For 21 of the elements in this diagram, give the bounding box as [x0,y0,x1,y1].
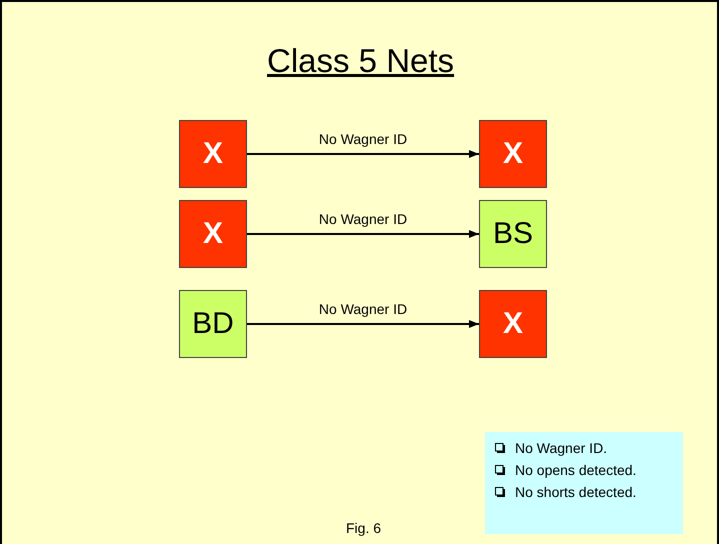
note-text: No shorts detected. [515,483,636,502]
net-box [179,290,247,358]
net-box [479,200,547,268]
net-label: X [202,219,223,249]
failed-net-box [179,120,247,188]
note-text: No Wagner ID. [515,439,608,458]
net-label: BD [192,309,234,339]
net-label: X [202,139,223,169]
title: Class 5 Nets [267,41,454,81]
net-label: X [502,309,523,339]
arrow [247,320,479,328]
failed-net-box [479,290,547,358]
note-box [485,432,683,534]
note-text: No opens detected. [515,461,636,480]
net-label: X [502,139,523,169]
arrow [247,150,479,158]
failed-net-box [179,200,247,268]
net-label: BS [492,219,534,249]
failed-net-box [479,120,547,188]
caption: Fig. 6 [346,519,382,538]
arrow [247,230,479,238]
